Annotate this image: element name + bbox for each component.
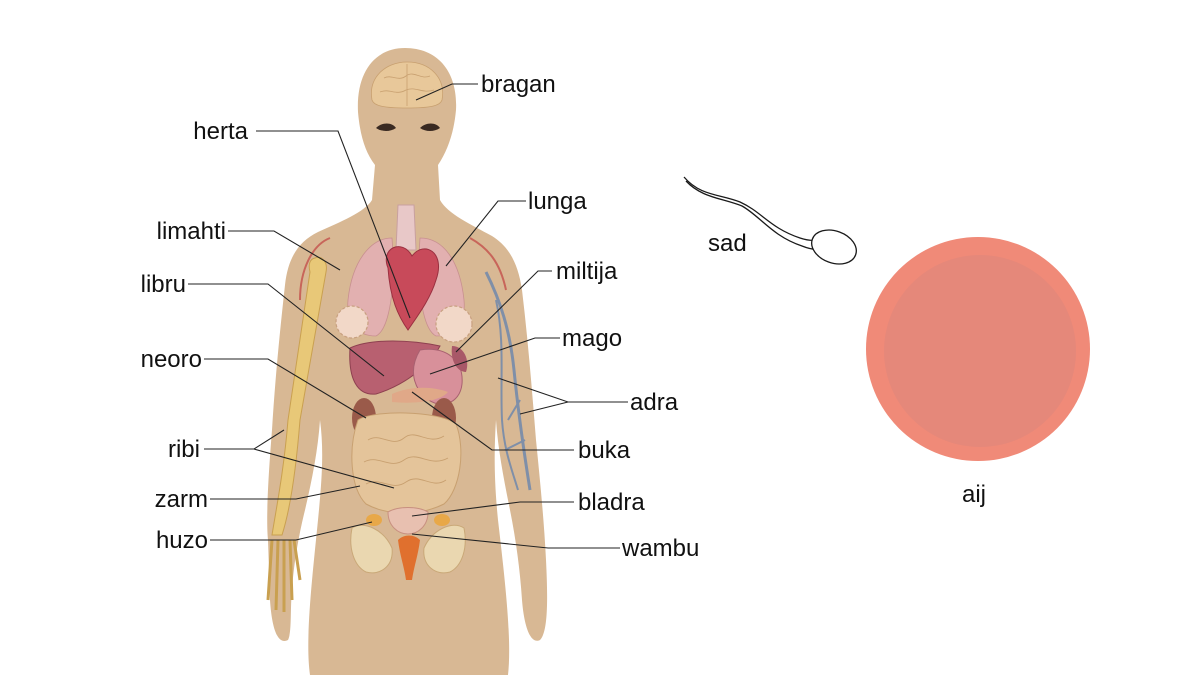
bladder (387, 507, 429, 535)
leader-liver (188, 283, 385, 377)
label-ovary: huzo (156, 527, 208, 554)
trachea (395, 204, 417, 251)
leader-ovary (210, 521, 373, 541)
label-uterus: wambu (621, 535, 699, 562)
sperm-illustration (683, 176, 857, 265)
lymph-node-left (335, 305, 369, 339)
label-lymph: limahti (157, 218, 226, 245)
egg-inner (884, 255, 1076, 447)
label-heart: herta (193, 118, 248, 145)
leader-spleen (455, 270, 552, 353)
brain-folds (379, 64, 435, 106)
arm-bones (271, 256, 327, 536)
intestine-folds (363, 434, 449, 486)
label-stomach: mago (562, 325, 622, 352)
labels: bragan herta lunga limahti miltija libru… (141, 71, 986, 562)
pelvis (350, 524, 466, 574)
anatomy-organs (266, 61, 532, 612)
label-liver: libru (141, 271, 186, 298)
leader-heart (256, 130, 411, 319)
label-egg: aij (962, 481, 986, 508)
right-arm-veins (484, 271, 532, 491)
leader-pancreas (411, 391, 574, 451)
leader-stomach (429, 337, 560, 375)
ovary-right (434, 514, 450, 526)
intestines (351, 412, 462, 514)
pancreas (392, 387, 448, 403)
uterus (398, 535, 420, 580)
leader-lungs (445, 200, 526, 267)
leader-lines (188, 83, 628, 549)
sperm-tail (683, 176, 825, 241)
leader-bladder (411, 501, 574, 517)
heart (385, 246, 439, 331)
right-eye (420, 123, 440, 131)
label-bladder: bladra (578, 489, 645, 516)
left-eye (376, 123, 396, 131)
label-brain: bragan (481, 71, 556, 98)
leader-intestine (210, 485, 361, 500)
leader-brain (415, 83, 478, 101)
label-intestine: zarm (155, 486, 208, 513)
leader-vessels-b (519, 401, 569, 415)
label-blood-vessels: adra (630, 389, 679, 416)
ovary-left (366, 514, 382, 526)
label-sperm: sad (708, 230, 747, 257)
egg-illustration (866, 237, 1090, 461)
label-pancreas: buka (578, 437, 631, 464)
left-arm-artery (299, 237, 331, 301)
leader-uterus (411, 533, 620, 549)
label-lungs: lunga (528, 188, 587, 215)
lymph-node-right (435, 305, 473, 343)
sperm-head (811, 229, 857, 265)
leader-kidney (204, 358, 367, 419)
leader-lymph (228, 230, 341, 271)
hand-bones (266, 539, 302, 612)
right-arm-artery (469, 237, 507, 291)
label-spleen: miltija (556, 258, 618, 285)
label-kidney: neoro (141, 346, 202, 373)
leader-bones-b (253, 448, 395, 489)
label-bones: ribi (168, 436, 200, 463)
right-arm-veins-2 (495, 299, 526, 491)
